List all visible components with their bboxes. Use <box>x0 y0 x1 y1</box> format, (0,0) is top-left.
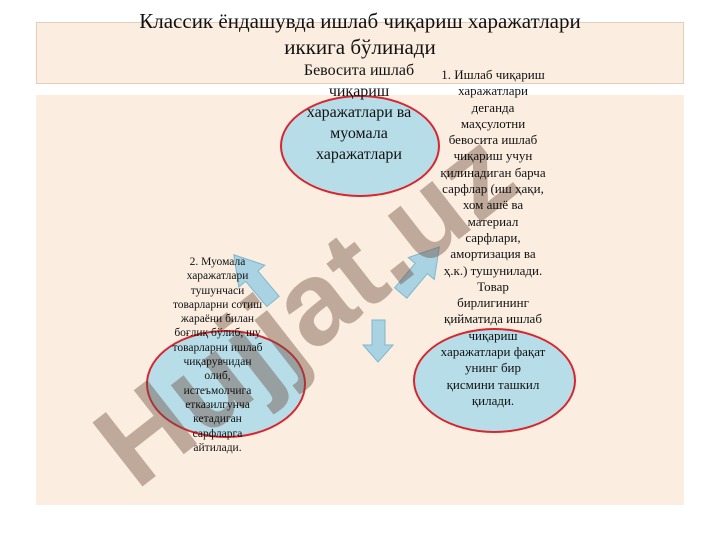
title-line-1: Классик ёндашувда ишлаб чиқариш харажатл… <box>139 9 581 33</box>
center-node-text: Бевосита ишлаб чиқариш харажатлари ва му… <box>303 62 415 163</box>
page-title: Классик ёндашувда ишлаб чиқариш харажатл… <box>0 8 720 60</box>
center-circle <box>280 95 440 197</box>
left-circle <box>146 330 306 438</box>
right-description-text: 1. Ишлаб чиқариш харажатлари деганда маҳ… <box>440 67 546 408</box>
title-box <box>36 22 684 84</box>
title-line-2: иккига бўлинади <box>284 35 436 59</box>
right-circle <box>413 328 576 433</box>
left-description-text: 2. Муомала харажатлари тушунчаси товарла… <box>172 256 263 454</box>
